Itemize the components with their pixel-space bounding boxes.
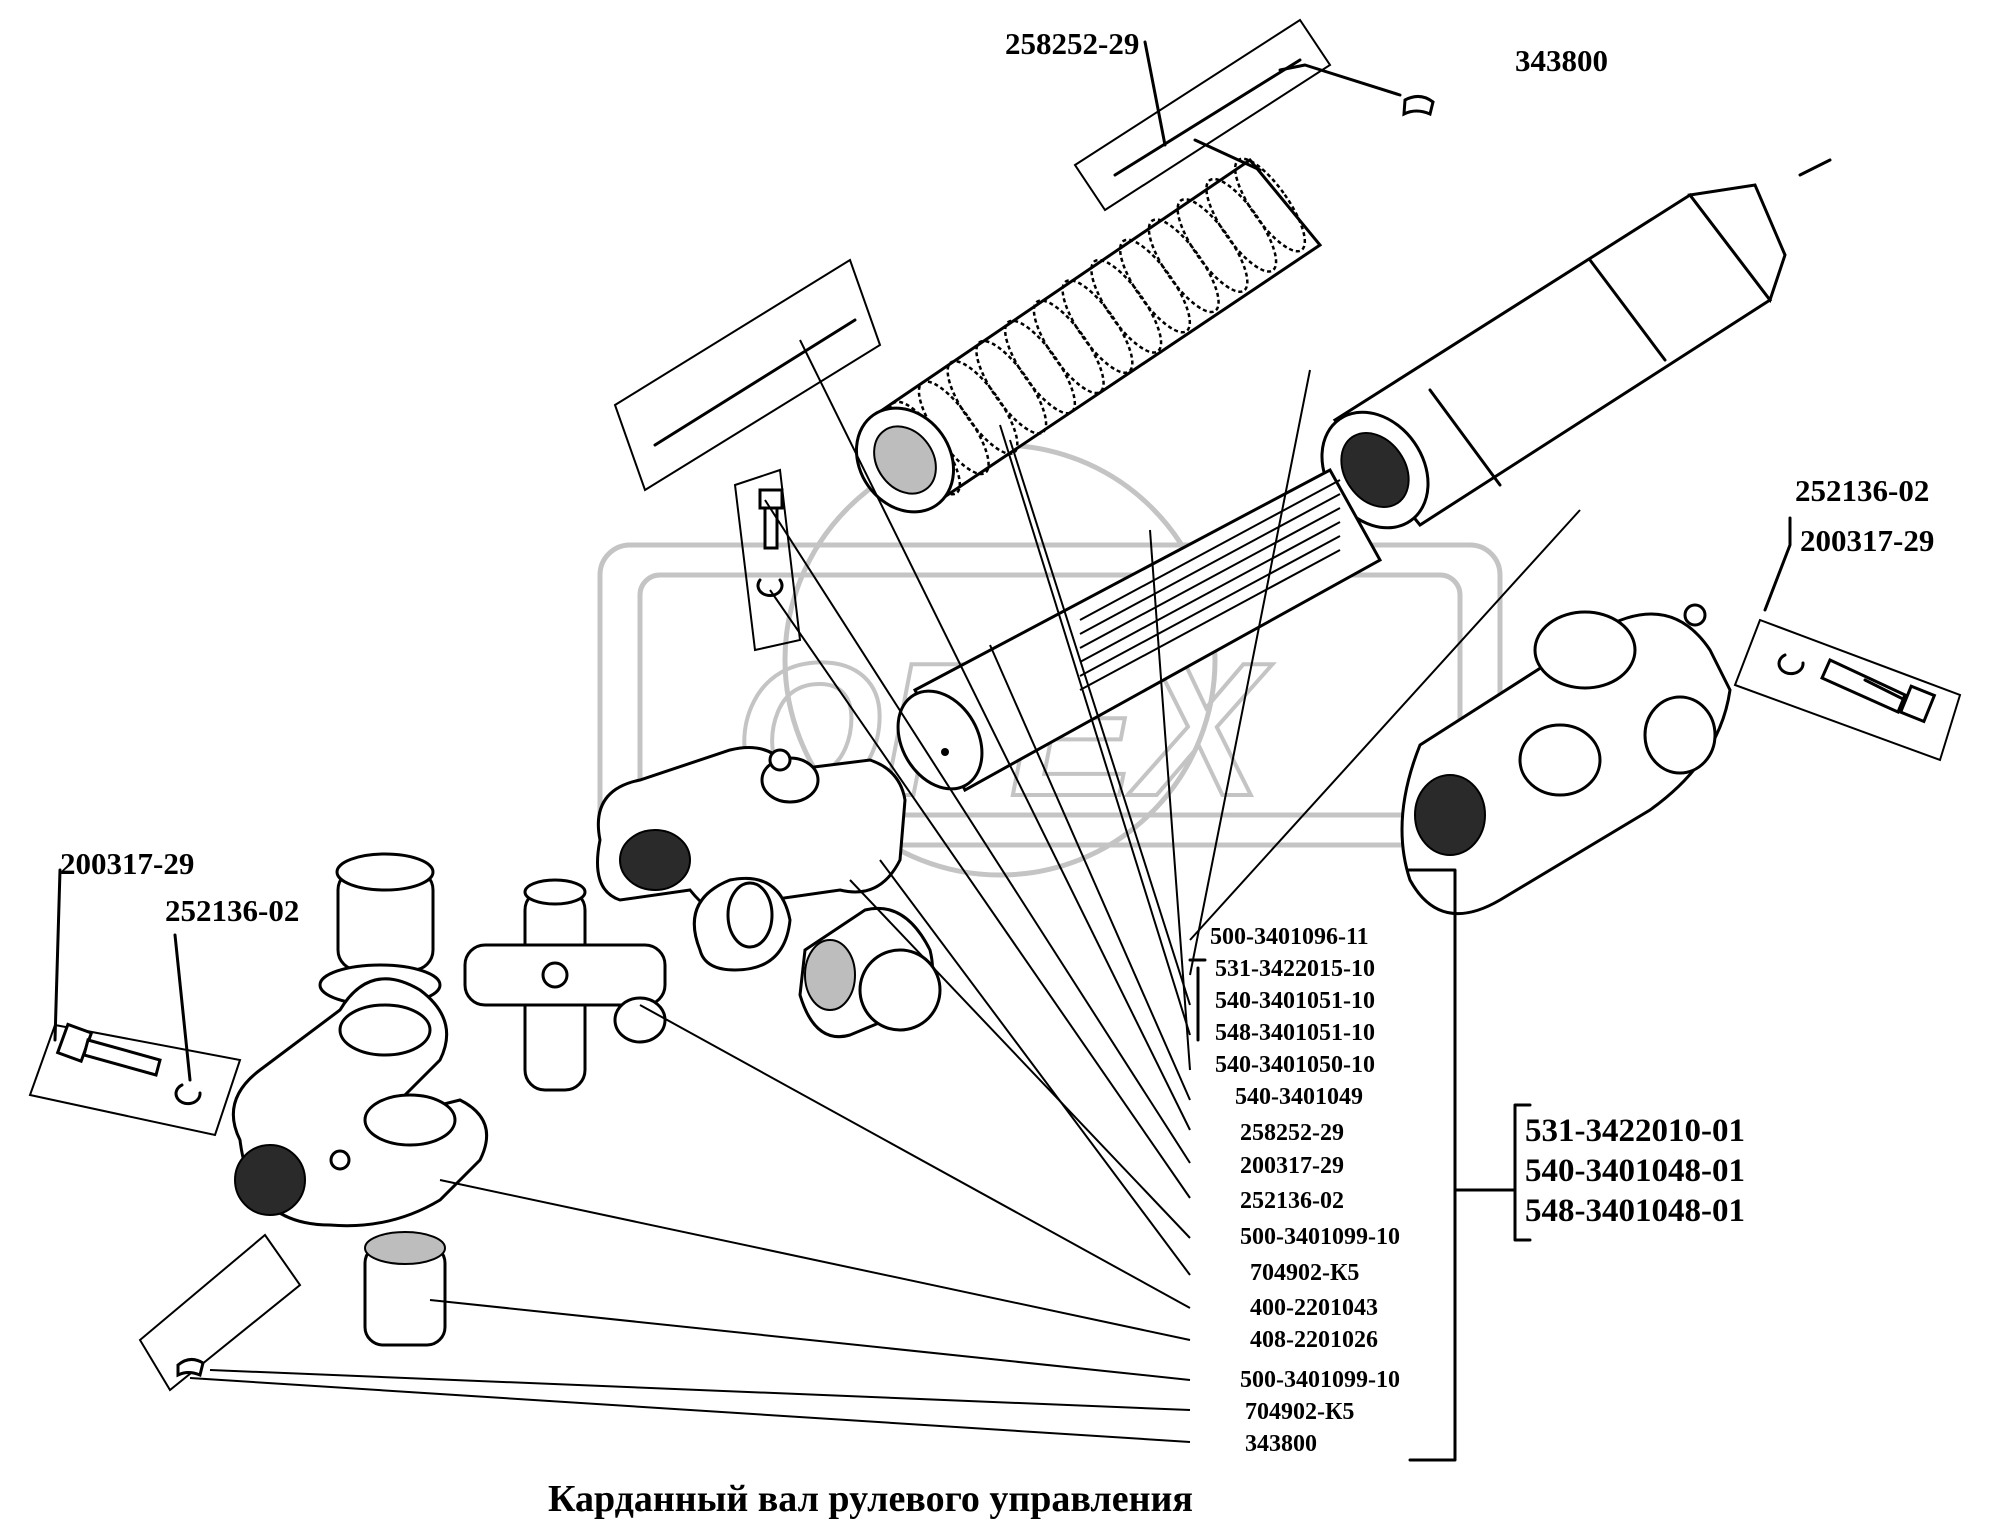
bolt-washer-mid [733,468,802,652]
spline-line [1079,493,1341,635]
key-strip-lower [138,1233,302,1392]
part-label-12: 400-2201043 [1250,1295,1378,1321]
bolt-strip-right [1733,618,1962,762]
part-label-14: 500-3401099-10 [1240,1367,1400,1393]
pin-258252-mid [613,258,882,492]
right-universal-joint [1400,603,1732,916]
shaft-tube [1320,158,1832,530]
protective-boot [854,157,1323,514]
upper-yoke [596,746,907,972]
part-label-4: 548-3401051-10 [1215,1020,1375,1046]
splined-shaft [896,467,1383,793]
key-343800-top [1402,95,1435,117]
part-label-5: 540-3401050-10 [1215,1052,1375,1078]
pin-258252-top [1073,18,1332,212]
assembly-label-2: 540-3401048-01 [1525,1153,1745,1189]
part-label-13: 408-2201026 [1250,1327,1378,1353]
spline-line [1079,507,1341,649]
part-label-3: 540-3401051-10 [1215,988,1375,1014]
cross-spider [463,878,667,1092]
callout-343800-top: 343800 [1515,43,1608,78]
callout-200317-left: 200317-29 [60,846,195,881]
bolt-strip-left [28,1022,242,1137]
part-label-2: 531-3422015-10 [1215,956,1375,982]
spline-line [1079,549,1341,691]
part-label-6: 540-3401049 [1235,1084,1363,1110]
callout-252136-left: 252136-02 [165,893,300,928]
part-label-9: 252136-02 [1240,1188,1344,1214]
part-label-11: 704902-К5 [1250,1260,1360,1286]
spline-line [1079,479,1341,621]
spline-line [1079,535,1341,677]
part-label-15: 704902-К5 [1245,1399,1355,1425]
leader-lines [53,40,1907,1462]
assembly-label-1: 531-3422010-01 [1525,1113,1745,1149]
part-label-16: 343800 [1245,1431,1317,1457]
part-label-7: 258252-29 [1240,1120,1344,1146]
assembly-label-3: 548-3401048-01 [1525,1193,1745,1229]
needle-bearing-mid [798,906,942,1038]
part-label-10: 500-3401099-10 [1240,1224,1400,1250]
callout-200317-right: 200317-29 [1800,523,1935,558]
callout-252136-right: 252136-02 [1795,473,1930,508]
lower-yoke [231,977,489,1228]
part-label-1: 500-3401096-11 [1210,924,1369,950]
part-label-8: 200317-29 [1240,1153,1344,1179]
callout-258252-top: 258252-29 [1005,26,1140,61]
spline-line [1079,521,1341,663]
diagram-title: Карданный вал рулевого управления [548,1478,1193,1520]
bushing-lower [363,1231,447,1347]
